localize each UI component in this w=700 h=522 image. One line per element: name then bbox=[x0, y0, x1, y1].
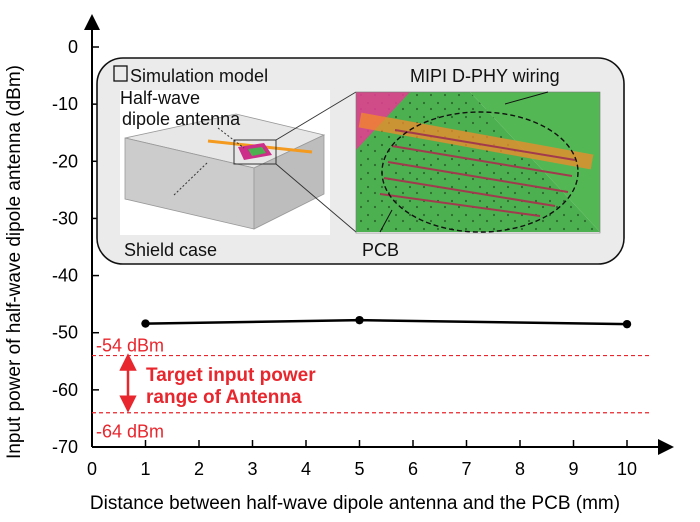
y-tick-label: 0 bbox=[68, 37, 78, 57]
x-tick-label: 9 bbox=[568, 459, 578, 479]
reference-lines: -54 dBm -64 dBm bbox=[92, 336, 650, 442]
x-tick-label: 3 bbox=[247, 459, 257, 479]
x-tick-label: 0 bbox=[87, 459, 97, 479]
shield-case-render bbox=[120, 90, 357, 235]
reference-line-label: -54 dBm bbox=[96, 336, 164, 356]
y-tick-label: -70 bbox=[52, 437, 78, 457]
x-tick-label: 8 bbox=[515, 459, 525, 479]
reference-line-label: -64 dBm bbox=[96, 422, 164, 442]
pcb-render bbox=[355, 91, 601, 234]
x-ticks: 0 1 2 3 4 5 6 7 8 9 10 bbox=[87, 440, 637, 479]
y-tick-label: -40 bbox=[52, 266, 78, 286]
simulation-model-inset: Simulation model Half-wave dipole antenn… bbox=[96, 57, 625, 265]
x-tick-label: 4 bbox=[301, 459, 311, 479]
y-tick-label: -20 bbox=[52, 151, 78, 171]
x-tick-label: 7 bbox=[461, 459, 471, 479]
series-group bbox=[141, 315, 632, 329]
range-annotation-line2: range of Antenna bbox=[146, 387, 302, 408]
x-tick-label: 1 bbox=[140, 459, 150, 479]
x-axis-title: Distance between half-wave dipole antenn… bbox=[90, 493, 620, 514]
antenna-label-line2: dipole antenna bbox=[122, 109, 241, 129]
y-tick-label: -60 bbox=[52, 380, 78, 400]
y-tick-label: -30 bbox=[52, 208, 78, 228]
x-tick-label: 5 bbox=[354, 459, 364, 479]
pcb-label: PCB bbox=[362, 240, 399, 260]
y-axis-title: Input power of half-wave dipole antenna … bbox=[4, 65, 25, 459]
wiring-label: MIPI D-PHY wiring bbox=[410, 66, 560, 86]
data-point bbox=[141, 319, 150, 328]
shield-case-label: Shield case bbox=[124, 240, 217, 260]
data-point bbox=[622, 319, 632, 329]
y-tick-label: -50 bbox=[52, 323, 78, 343]
antenna-label-line1: Half-wave bbox=[120, 88, 200, 108]
x-tick-label: 2 bbox=[194, 459, 204, 479]
inset-heading: Simulation model bbox=[130, 66, 268, 86]
antenna-leader bbox=[217, 127, 245, 149]
y-tick-label: -10 bbox=[52, 94, 78, 114]
series-line bbox=[145, 318, 628, 326]
x-tick-label: 10 bbox=[617, 459, 637, 479]
y-ticks: 0 -10 -20 -30 -40 -50 -60 -70 bbox=[52, 37, 99, 457]
range-annotation-line1: Target input power bbox=[146, 365, 316, 386]
data-point bbox=[355, 315, 364, 325]
x-tick-label: 6 bbox=[408, 459, 418, 479]
inset-heading-box-icon bbox=[113, 65, 128, 82]
